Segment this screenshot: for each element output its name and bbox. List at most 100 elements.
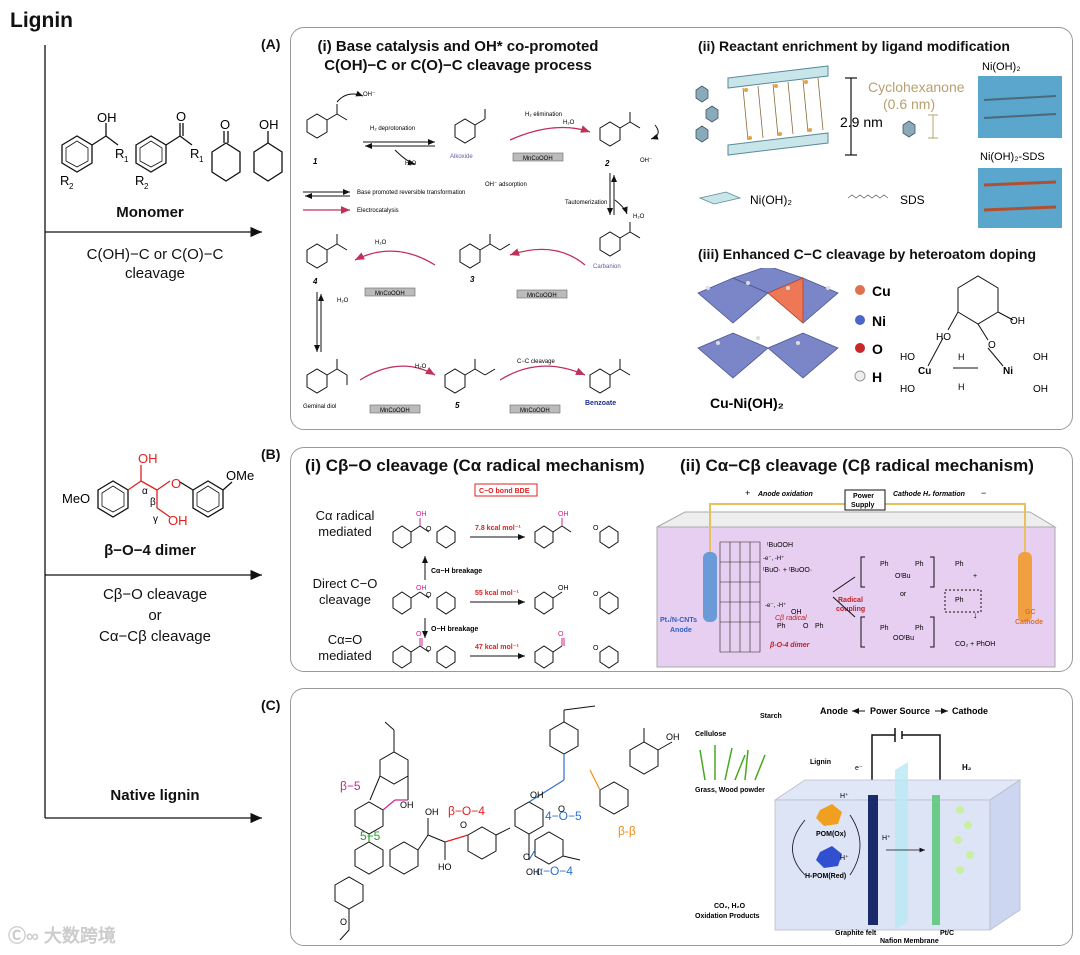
row-label-2a: Direct C−O — [312, 576, 378, 591]
cmpd-2: 2 — [604, 159, 610, 168]
ph-4: Ph — [915, 625, 924, 632]
iii-h-top: H — [958, 352, 965, 362]
linkage-o45: 4−O−5 — [545, 809, 582, 823]
iii-cu: Cu — [918, 366, 931, 377]
anode-label-2: Anode — [670, 627, 692, 634]
b-o-6: O — [593, 645, 599, 652]
c-co2-2: Oxidation Products — [695, 913, 760, 920]
ph-7: Ph — [777, 623, 786, 630]
ch-breakage: Cα−H breakage — [431, 568, 482, 575]
cathode-rod — [1018, 552, 1032, 622]
legend-ni-dot — [855, 315, 865, 325]
c-ho-1: HO — [438, 862, 452, 872]
iii-ni: Ni — [1003, 366, 1013, 377]
catalyst-bar-1 — [512, 152, 564, 162]
row-label-2: Direct C−O cleavage — [310, 576, 380, 608]
energy-1: 7.8 kcal mol⁻¹ — [475, 525, 521, 532]
cell-body — [774, 799, 991, 931]
c-h2: H₂ — [962, 763, 972, 772]
monomer-structures — [61, 123, 283, 182]
cathode-label-2: Cathode — [1015, 619, 1043, 626]
energy-2: 55 kcal mol⁻¹ — [475, 590, 519, 597]
monomer-cleavage: C(OH)−C or C(O)−C cleavage — [50, 245, 260, 283]
row-label-3b: mediated — [318, 648, 372, 663]
monomer-cleavage-line1: C(OH)−C or C(O)−C — [86, 246, 224, 263]
watermark-icon: Ⓒ∞ — [8, 926, 39, 946]
monomer-cleavage-line2: cleavage — [124, 265, 186, 282]
c-hplus-3: H⁺ — [840, 854, 849, 862]
watermark: Ⓒ∞ 大数跨境 — [8, 922, 116, 948]
dimer-cleavage-line3: Cα−Cβ cleavage — [99, 628, 211, 645]
dimer-cleavage-line2: or — [148, 607, 162, 624]
legend-cu: Cu — [872, 283, 891, 299]
pom-ox-shape — [816, 804, 842, 826]
cmpd-1: 1 — [313, 157, 318, 166]
hpom-red: H-POM(Red) — [805, 873, 846, 880]
c-lignin: Lignin — [810, 759, 831, 766]
cb-radical: Cβ radical — [775, 615, 807, 622]
c-graphite: Graphite felt — [835, 930, 877, 937]
dimer-cleavage: Cβ−O cleavage or Cα−Cβ cleavage — [50, 584, 260, 647]
cmpd-4: 4 — [312, 277, 318, 286]
panel-a-ii-figure: 2.9 nm Cyclohexanone (0.6 nm) Ni(OH)₂ SD… — [695, 61, 1062, 228]
iii-ho-top: HO — [936, 332, 951, 343]
cell-minus: − — [981, 488, 986, 498]
monomer-r1b: R — [190, 146, 199, 161]
panel-c-cell: Anode Power Source Cathode POM(Ox) H-POM… — [695, 706, 1022, 945]
panel-a-iii-figure: Cu Ni O H Cu-Ni(OH)₂ HO O OH Cu Ni H H H… — [697, 268, 1048, 411]
nioh2-legend-swatch — [698, 191, 742, 205]
catalyst-bar-5 — [509, 404, 561, 414]
h2-elimination: H₂ elimination — [525, 112, 562, 118]
c-cellulose: Cellulose — [695, 731, 726, 738]
power-supply — [844, 489, 886, 511]
cell-dimer: β-O-4 dimer — [769, 642, 811, 649]
c-cathode: Cathode — [952, 706, 988, 716]
mncooh-2: MnCoOOH — [375, 291, 405, 297]
gap-label: 2.9 nm — [840, 114, 883, 130]
legend-h: H — [872, 369, 882, 385]
bde-box — [474, 483, 538, 497]
cu-octahedron — [767, 277, 804, 324]
nioh2-sheet-top — [727, 65, 829, 89]
ph-3: Ph — [880, 625, 889, 632]
graphite-felt — [868, 795, 878, 925]
linkage-b5: β−5 — [340, 779, 361, 793]
radicals: ᵗBuO· + ᵗBuOO· — [763, 567, 812, 574]
ph-1: Ph — [880, 561, 889, 568]
c-oh-4: OH — [526, 867, 540, 877]
row-label-1: Cα radical mediated — [310, 508, 380, 540]
h2o-6: H₂O — [415, 364, 427, 370]
row-label-3: Cα=O mediated — [310, 632, 380, 664]
linkage-55: 5−5 — [360, 829, 381, 843]
dimer-ome: OMe — [226, 468, 254, 483]
dimer-structure — [97, 465, 233, 518]
b-o-4: O — [593, 525, 599, 532]
panel-a-i-title-line1: (i) Base catalysis and OH* co-promoted — [317, 38, 599, 55]
cell-plus: + — [745, 488, 750, 498]
step2: -e⁻, -H⁺ — [765, 602, 786, 609]
b-oh-3: OH — [558, 511, 569, 518]
left-axis: OH R 1 R 2 O R 1 R 2 O OH OH α β γ O OH … — [44, 45, 283, 824]
mncooh-5: MnCoOOH — [520, 408, 550, 414]
nioh2-sds-image-label: Ni(OH)₂-SDS — [980, 151, 1045, 163]
cell-o: O — [803, 623, 809, 630]
h2o-5: H₂O — [337, 298, 349, 304]
legend-ni: Ni — [872, 313, 886, 329]
power-supply-l1: Power — [853, 493, 874, 500]
b-o-1: O — [426, 526, 432, 533]
cyclohexanone-size: (0.6 nm) — [883, 96, 935, 112]
dimer-oh-bottom: OH — [168, 513, 188, 528]
legend-cu-dot — [855, 285, 865, 295]
panel-c-label: (C) — [261, 697, 281, 713]
c-co2-1: CO₂, H₂O — [714, 903, 746, 910]
b-o-7: O — [558, 631, 564, 638]
oh-adsorption: OH⁻ adsorption — [485, 182, 527, 188]
panel-a-iii-title: (iii) Enhanced C−C cleavage by heteroato… — [698, 246, 1037, 262]
catalyst-bar-3 — [516, 289, 568, 299]
anode-label-1: Pt₁/N-CNTs — [660, 617, 697, 624]
c-oh-5: OH — [666, 732, 680, 742]
mncooh-3: MnCoOOH — [527, 293, 557, 299]
ph-6: Ph — [955, 597, 964, 604]
nioh2-legend: Ni(OH)₂ — [750, 193, 792, 207]
panel-a — [290, 27, 1073, 430]
